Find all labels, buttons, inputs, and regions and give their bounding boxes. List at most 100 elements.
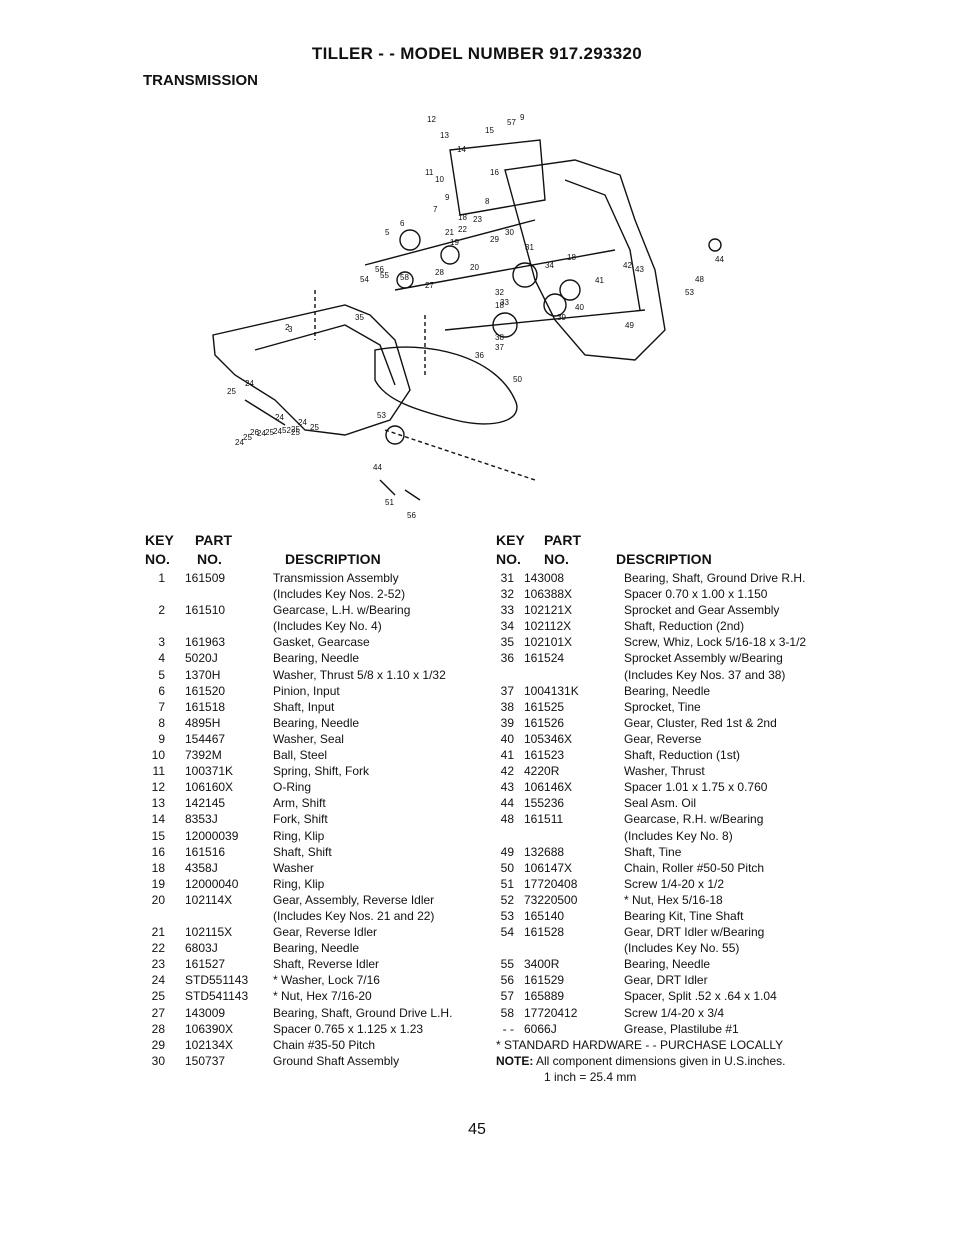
key-number: 4 [158, 651, 165, 666]
housing-block [449, 139, 546, 216]
callout-label: 49 [625, 321, 634, 330]
parts-row: (Includes Key No. 8) [496, 828, 841, 844]
part-description: (Includes Key No. 55) [624, 941, 740, 956]
bolt-shape [244, 399, 286, 426]
part-number: 102115X [185, 925, 233, 940]
key-number: 55 [500, 957, 514, 972]
bolt-shape [404, 489, 421, 501]
part-description: Sprocket Assembly w/Bearing [624, 651, 783, 666]
dashed-leader [384, 429, 536, 481]
part-description: Shaft, Reduction (1st) [624, 748, 741, 763]
part-description: Bearing, Needle [273, 715, 360, 730]
key-number: 10 [151, 748, 165, 763]
part-description: (Includes Key Nos. 21 and 22) [273, 908, 435, 923]
callout-label: 42 [623, 261, 632, 270]
part-description: Shaft, Shift [273, 844, 332, 859]
part-description: (Includes Key No. 8) [624, 828, 733, 843]
parts-row: (Includes Key Nos. 37 and 38) [496, 667, 841, 683]
part-number: 161527 [185, 957, 226, 972]
part-description: Ball, Steel [273, 748, 328, 763]
part-description: Pinion, Input [273, 683, 340, 698]
key-number: 52 [500, 892, 514, 907]
part-number: 4895H [185, 715, 221, 730]
part-description: Gasket, Gearcase [273, 635, 370, 650]
key-number: 56 [500, 973, 514, 988]
part-description: Screw 1/4-20 x 3/4 [624, 1005, 725, 1020]
page-title: TILLER - - MODEL NUMBER 917.293320 [311, 44, 643, 63]
part-number: 6066J [524, 1021, 557, 1036]
key-number: 50 [500, 860, 514, 875]
header-part-no: NO. [197, 551, 222, 567]
part-number: STD551143 [185, 973, 249, 988]
callout-label: 29 [490, 235, 499, 244]
part-number: 106146X [524, 780, 573, 795]
part-description: Ground Shaft Assembly [273, 1053, 400, 1068]
callout-label: 50 [513, 375, 522, 384]
part-number: 106390X [185, 1021, 234, 1036]
callout-label: 6 [400, 219, 405, 228]
callout-label: 51 [385, 498, 394, 507]
header-part-no: NO. [544, 551, 569, 567]
key-number: 53 [500, 908, 514, 923]
part-number: 3400R [524, 957, 560, 972]
callout-label: 25 [227, 387, 236, 396]
key-number: 15 [151, 828, 165, 843]
key-number: 30 [151, 1053, 165, 1068]
parts-row: (Includes Key No. 4) [145, 618, 490, 634]
key-number: 32 [500, 587, 514, 602]
part-number: 142145 [185, 796, 226, 811]
part-description: Shaft, Tine [624, 844, 682, 859]
callout-label: 53 [377, 411, 386, 420]
callout-label: 32 [495, 288, 504, 297]
part-description: Gear, Reverse [624, 731, 702, 746]
callout-label: 52 [282, 426, 291, 435]
parts-row: (Includes Key No. 55) [496, 940, 841, 956]
callout-label: 25 [265, 428, 274, 437]
callout-label: 18 [458, 213, 467, 222]
part-description: Spacer 0.765 x 1.125 x 1.23 [273, 1021, 424, 1036]
part-number: 143008 [524, 571, 565, 585]
part-number: 161524 [524, 651, 565, 666]
seal-shape [708, 238, 722, 252]
callout-label: 24 [235, 438, 244, 447]
part-description: Bearing Kit, Tine Shaft [624, 908, 744, 923]
callout-label: 33 [500, 298, 509, 307]
callout-label: 8 [485, 197, 490, 206]
callout-label: 25 [243, 433, 252, 442]
callout-label: 53 [685, 288, 694, 297]
callout-label: 25 [291, 425, 300, 434]
part-number: 161523 [524, 748, 565, 763]
part-number: 161520 [185, 683, 226, 698]
key-number: 11 [152, 764, 165, 779]
part-number: 102134X [185, 1037, 234, 1052]
part-number: 161509 [185, 571, 226, 585]
callout-label: 35 [355, 313, 364, 322]
callout-label: 28 [435, 268, 444, 277]
sprocket-shape [512, 262, 538, 288]
callout-label: 3 [288, 325, 293, 334]
right-gearcase-shape [504, 159, 666, 361]
part-description: Arm, Shift [273, 796, 326, 811]
part-number: 5020J [185, 651, 218, 666]
callout-label: 37 [495, 343, 504, 352]
bolt-shape [379, 479, 396, 496]
callout-label: 5 [385, 228, 390, 237]
part-description: Spacer, Split .52 x .64 x 1.04 [624, 989, 777, 1004]
key-number: 58 [500, 1005, 514, 1020]
part-description: Seal Asm. Oil [624, 796, 697, 811]
key-number: 41 [500, 748, 514, 763]
